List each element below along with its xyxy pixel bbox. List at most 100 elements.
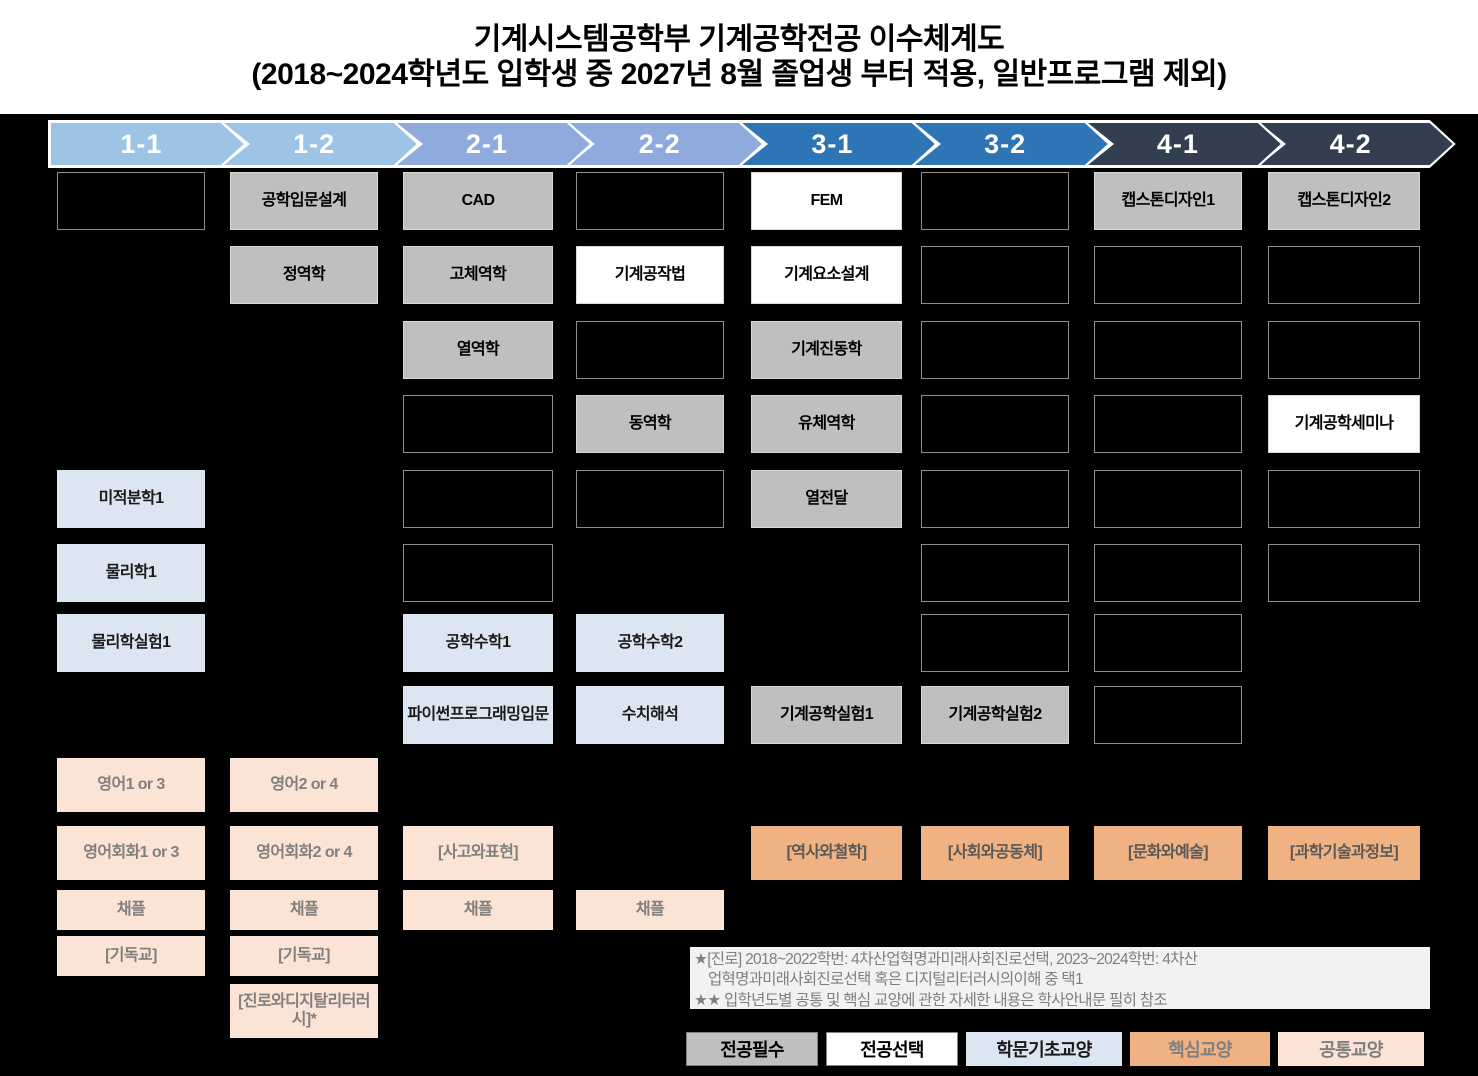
course-name: 기계공작법 (614, 266, 686, 284)
semester-label: 4-1 (1156, 128, 1199, 159)
title-line-primary: 기계시스템공학부 기계공학전공 이수체계도 (473, 22, 1005, 56)
legend-label: 전공필수 (720, 1040, 784, 1060)
course-name: 정역학 (282, 266, 326, 284)
course-name: 채플 (116, 901, 146, 919)
course-box[interactable]: 공학수학1 (403, 614, 553, 672)
empty-slot (1094, 321, 1242, 379)
course-name: 캡스톤디자인2 (1297, 192, 1391, 210)
course-box[interactable]: 고체역학 (403, 246, 553, 304)
footnote-line-2: 업혁명과미래사회진로선택 혹은 디지털리터러시의이해 중 택1 (708, 971, 1084, 989)
empty-slot (1094, 686, 1242, 744)
legend-label: 학문기초교양 (996, 1040, 1092, 1060)
empty-slot (921, 470, 1069, 528)
legend-item-major-elec: 전공선택 (826, 1032, 958, 1066)
liberal-course-box[interactable]: [진로와디지탈리터러시]* (230, 984, 378, 1038)
semester-chip-3-1: 3-1 (739, 120, 938, 168)
course-box[interactable]: 물리학실험1 (57, 614, 205, 672)
course-box[interactable]: 파이썬프로그래밍입문 (403, 686, 553, 744)
liberal-course-box[interactable]: 채플 (230, 890, 378, 930)
liberal-course-box[interactable]: [기독교] (57, 936, 205, 976)
empty-slot (921, 246, 1069, 304)
liberal-course-box[interactable]: 채플 (57, 890, 205, 930)
legend-label: 핵심교양 (1168, 1040, 1232, 1060)
liberal-course-box[interactable]: 영어회화1 or 3 (57, 826, 205, 880)
course-name: 기계진동학 (791, 341, 862, 359)
liberal-course-box[interactable]: [사고와표현] (403, 826, 553, 880)
semester-chip-1-1: 1-1 (48, 120, 247, 168)
course-box[interactable]: 기계공학세미나 (1268, 395, 1420, 453)
course-name: [기독교] (105, 947, 157, 965)
empty-slot (1268, 321, 1420, 379)
course-name: 열전달 (805, 490, 848, 508)
course-box[interactable]: 수치해석 (576, 686, 724, 744)
course-name: FEM (810, 192, 844, 210)
semester-chip-3-2: 3-2 (911, 120, 1111, 168)
liberal-course-box[interactable]: [과학기술과정보] (1268, 826, 1420, 880)
liberal-course-box[interactable]: [사회와공동체] (921, 826, 1069, 880)
footnote-line-1: ★[진로] 2018~2022학번: 4차산업혁명과미래사회진로선택, 2023… (694, 951, 1198, 968)
legend-item-basic: 학문기초교양 (966, 1032, 1122, 1066)
course-box[interactable]: 정역학 (230, 246, 378, 304)
semester-label: 1-1 (120, 128, 163, 159)
liberal-course-box[interactable]: [기독교] (230, 936, 378, 976)
course-box[interactable]: 기계공학실험2 (921, 686, 1069, 744)
course-box[interactable]: CAD (403, 172, 553, 230)
legend-item-common: 공통교양 (1278, 1032, 1424, 1066)
course-box[interactable]: 기계진동학 (751, 321, 902, 379)
course-box[interactable]: 공학입문설계 (230, 172, 378, 230)
liberal-course-box[interactable]: 채플 (403, 890, 553, 930)
semester-chip-4-2: 4-2 (1257, 120, 1456, 168)
semester-label: 2-1 (465, 128, 508, 159)
liberal-course-box[interactable]: [문화와예술] (1094, 826, 1242, 880)
course-box[interactable]: 물리학1 (57, 544, 205, 602)
liberal-course-box[interactable]: 영어회화2 or 4 (230, 826, 378, 880)
course-box[interactable]: 유체역학 (751, 395, 902, 453)
empty-slot (921, 544, 1069, 602)
legend-item-major-req: 전공필수 (686, 1032, 818, 1066)
course-name: 캡스톤디자인1 (1121, 192, 1215, 210)
course-box[interactable]: 열역학 (403, 321, 553, 379)
empty-slot (921, 395, 1069, 453)
category-legend: 전공필수 전공선택 학문기초교양 핵심교양 공통교양 (686, 1032, 1430, 1066)
semester-label: 1-2 (293, 128, 336, 159)
course-box[interactable]: 기계공작법 (576, 246, 724, 304)
empty-slot (1268, 544, 1420, 602)
empty-slot (576, 470, 724, 528)
liberal-course-box[interactable]: [역사와철학] (751, 826, 902, 880)
course-box[interactable]: 기계공학실험1 (751, 686, 902, 744)
semester-chip-2-1: 2-1 (393, 120, 593, 168)
course-name: 기계공학실험2 (948, 706, 1042, 724)
empty-slot (57, 172, 205, 230)
semester-label: 2-2 (638, 128, 681, 159)
empty-slot (1094, 470, 1242, 528)
semester-chip-4-1: 4-1 (1084, 120, 1284, 168)
course-name: 기계공학세미나 (1294, 415, 1394, 433)
course-name: 영어1 or 3 (97, 776, 165, 794)
course-name: 물리학1 (105, 564, 157, 582)
course-name: 수치해석 (621, 706, 679, 724)
course-box[interactable]: 공학수학2 (576, 614, 724, 672)
footnote-line-3: ★★ 입학년도별 공통 및 핵심 교양에 관한 자세한 내용은 학사안내문 필히… (694, 991, 1168, 1009)
empty-slot (403, 544, 553, 602)
course-name: CAD (461, 192, 495, 210)
course-box[interactable]: 캡스톤디자인2 (1268, 172, 1420, 230)
course-name: 채플 (635, 901, 665, 919)
semester-label: 3-1 (811, 128, 854, 159)
empty-slot (921, 321, 1069, 379)
liberal-course-box[interactable]: 채플 (576, 890, 724, 930)
course-box[interactable]: 동역학 (576, 395, 724, 453)
course-name: 유체역학 (798, 415, 855, 433)
course-box[interactable]: FEM (751, 172, 902, 230)
empty-slot (921, 614, 1069, 672)
course-name: [과학기술과정보] (1289, 844, 1399, 862)
liberal-course-box[interactable]: 영어2 or 4 (230, 758, 378, 812)
empty-slot (1094, 395, 1242, 453)
course-box[interactable]: 기계요소설계 (751, 246, 902, 304)
legend-label: 전공선택 (860, 1040, 924, 1060)
course-box[interactable]: 열전달 (751, 470, 902, 528)
empty-slot (576, 321, 724, 379)
course-box[interactable]: 캡스톤디자인1 (1094, 172, 1242, 230)
course-box[interactable]: 미적분학1 (57, 470, 205, 528)
liberal-course-box[interactable]: 영어1 or 3 (57, 758, 205, 812)
